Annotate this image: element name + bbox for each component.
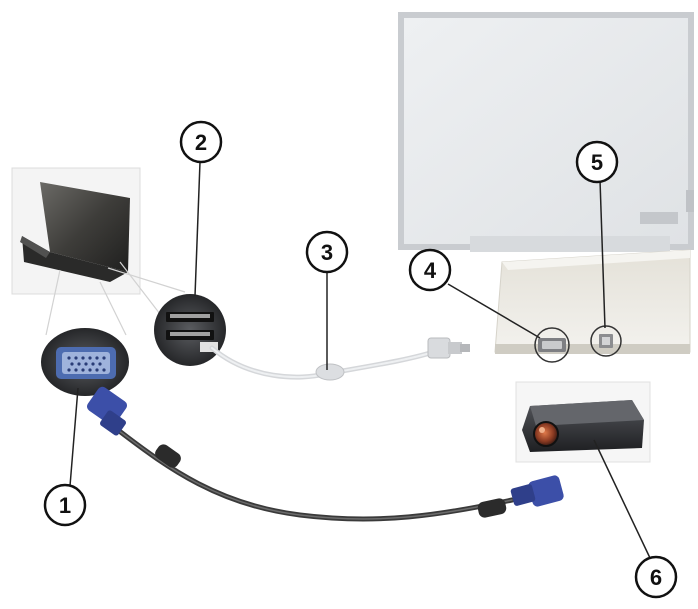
callout-6-label: 6 — [650, 565, 662, 590]
callout-4: 4 — [408, 248, 452, 292]
vga-connector-right — [510, 475, 564, 507]
callout-3-label: 3 — [321, 240, 333, 265]
projector-icon — [515, 381, 651, 463]
whiteboard-icon — [398, 12, 694, 252]
laptop-icon — [11, 167, 141, 295]
callout-5: 5 — [575, 140, 619, 184]
callout-3: 3 — [305, 230, 349, 274]
callout-5-label: 5 — [591, 150, 603, 175]
callout-1: 1 — [43, 483, 87, 527]
callout-6: 6 — [634, 555, 678, 599]
laptop-vga-port-icon — [41, 328, 129, 396]
laptop-usb-port-icon — [154, 294, 226, 366]
tray-usb-port-icon — [590, 325, 622, 357]
callout-1-label: 1 — [59, 493, 71, 518]
usb-cable-icon — [209, 337, 470, 381]
vga-connector-left — [87, 386, 127, 436]
pen-tray-box — [494, 249, 691, 354]
callout-2: 2 — [179, 120, 223, 164]
leader-lines — [69, 161, 651, 559]
tray-vga-port-icon — [534, 327, 570, 363]
vga-cable-icon — [87, 386, 564, 522]
callout-2-label: 2 — [195, 130, 207, 155]
callout-4-label: 4 — [424, 258, 437, 283]
